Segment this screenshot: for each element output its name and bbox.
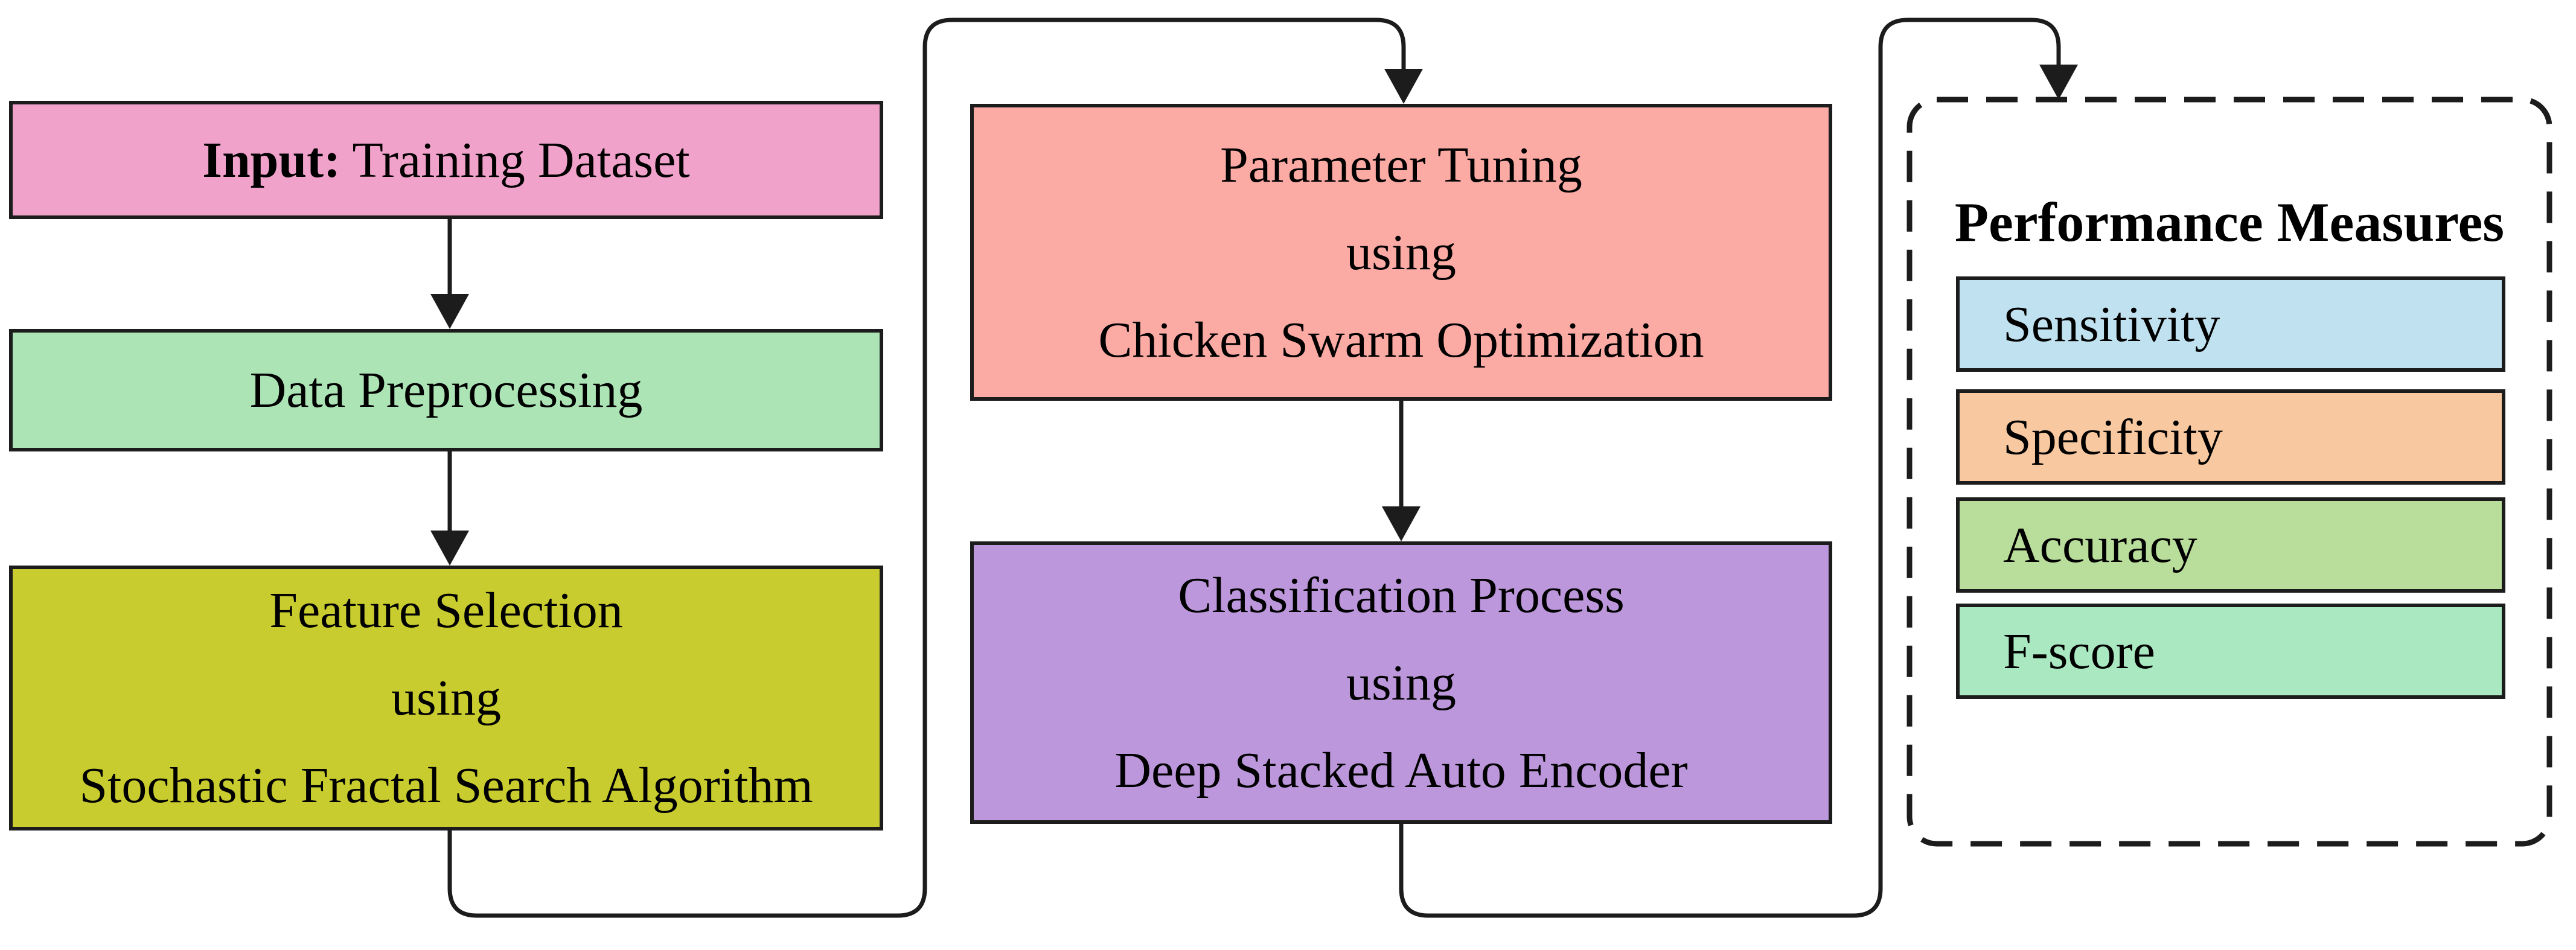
input-box-label-rest: Training Dataset [340,132,690,188]
metric-label-specificity: Specificity [2003,409,2223,465]
arrowhead-feature-to-tuning-icon [1384,69,1423,104]
feature-selection-line-2: using [391,670,502,726]
performance-measures-title: Performance Measures [1954,191,2505,253]
metric-label-accuracy: Accuracy [2003,517,2197,573]
input-box-label: Input: Training Dataset [202,116,689,204]
feature-selection-line-1: Feature Selection [269,582,623,639]
performance-measures-border [1906,97,2552,847]
metric-box-fscore: F-score [1956,604,2505,699]
input-box-label-bold: Input: [202,132,341,188]
connector-classification-to-measures [1399,18,2061,918]
parameter-tuning-line-1: Parameter Tuning [1220,136,1582,193]
classification-line-2: using [1346,654,1457,711]
metric-box-accuracy: Accuracy [1956,497,2505,593]
metric-box-specificity: Specificity [1956,389,2505,485]
arrowhead-preprocessing-to-feature-icon [430,531,469,566]
metric-label-fscore: F-score [2003,623,2155,680]
classification-line-1: Classification Process [1178,567,1625,623]
classification-box: Classification Process using Deep Stacke… [970,541,1832,824]
arrowhead-tuning-to-classification-icon [1382,506,1421,541]
data-preprocessing-label: Data Preprocessing [249,362,643,418]
feature-selection-box: Feature Selection using Stochastic Fract… [9,566,883,830]
connector-feature-to-tuning [447,18,1406,918]
classification-line-3: Deep Stacked Auto Encoder [1114,742,1688,799]
arrowhead-input-to-preprocessing-icon [430,294,469,329]
arrowhead-classification-to-measures-icon [2039,65,2078,100]
feature-selection-line-3: Stochastic Fractal Search Algorithm [79,757,813,814]
metric-label-sensitivity: Sensitivity [2003,296,2220,352]
data-preprocessing-box: Data Preprocessing [9,329,883,451]
input-box: Input: Training Dataset [9,101,883,219]
parameter-tuning-line-3: Chicken Swarm Optimization [1098,311,1704,368]
parameter-tuning-box: Parameter Tuning using Chicken Swarm Opt… [970,104,1832,401]
parameter-tuning-line-2: using [1346,224,1457,281]
metric-box-sensitivity: Sensitivity [1956,276,2505,372]
